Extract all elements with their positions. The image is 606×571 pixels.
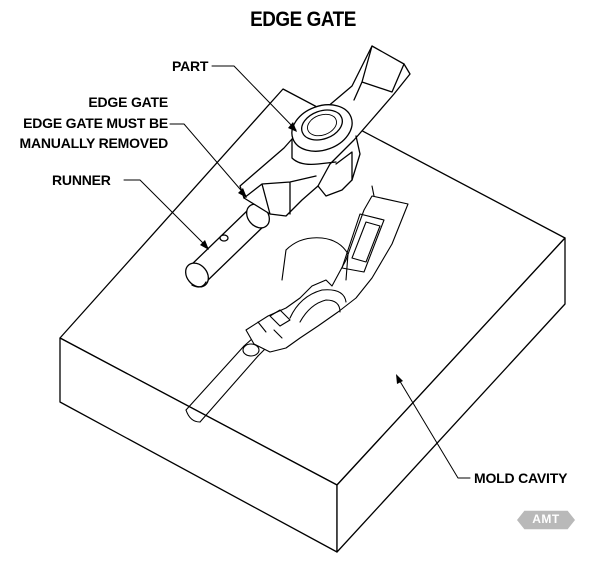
runner-arrow bbox=[200, 240, 209, 250]
part-cavity bbox=[245, 185, 409, 353]
label-part: PART bbox=[172, 58, 209, 74]
mold-cavity-leader bbox=[397, 377, 471, 479]
runner-leader bbox=[123, 179, 209, 249]
label-edge-gate-note-1: EDGE GATE MUST BE bbox=[23, 115, 168, 131]
amt-logo-badge bbox=[515, 509, 577, 531]
part-arrow bbox=[288, 122, 297, 132]
label-runner: RUNNER bbox=[52, 172, 111, 188]
page-title: EDGE GATE bbox=[250, 8, 356, 31]
arrowheads bbox=[200, 122, 403, 384]
mold-cavity-arrow bbox=[396, 374, 403, 384]
edge-gate-arrow bbox=[238, 188, 247, 198]
label-edge-gate-note-2: MANUALLY REMOVED bbox=[19, 135, 169, 151]
label-edge-gate: EDGE GATE bbox=[88, 94, 168, 110]
part bbox=[239, 45, 411, 217]
edge-gate-leader bbox=[169, 123, 247, 197]
label-mold-cavity: MOLD CAVITY bbox=[474, 470, 568, 486]
part-leader bbox=[211, 65, 297, 131]
amt-logo-text: AMT bbox=[532, 512, 560, 526]
leader-lines bbox=[123, 65, 471, 479]
